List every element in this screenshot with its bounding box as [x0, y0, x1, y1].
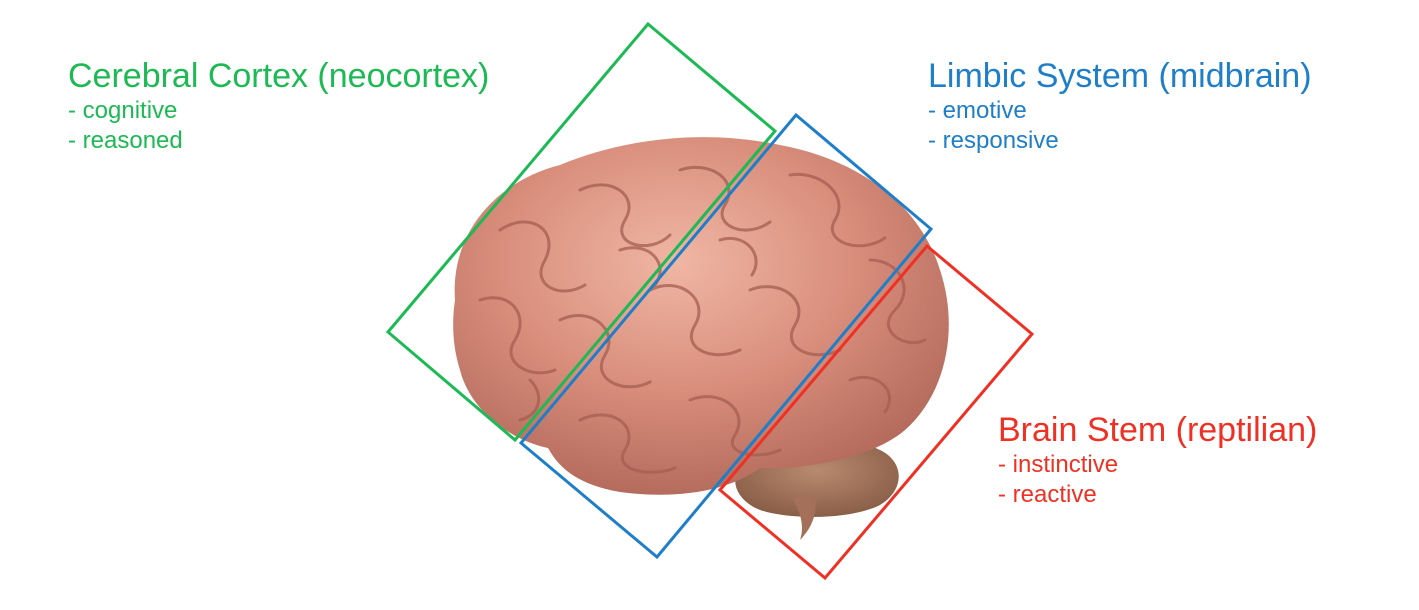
cortex-item: - cognitive — [68, 97, 178, 124]
stem-region-box — [717, 243, 1035, 581]
stem-label: Brain Stem (reptilian) - instinctive - r… — [998, 410, 1317, 510]
cortex-title: Cerebral Cortex (neocortex) — [68, 57, 490, 95]
brainstem-shape — [790, 495, 816, 540]
cortex-region-box — [385, 21, 778, 443]
cortex-label: Cerebral Cortex (neocortex) - cognitive … — [68, 56, 489, 156]
cortex-item: - reasoned — [68, 127, 183, 154]
stem-item: - instinctive — [998, 451, 1119, 478]
limbic-label: Limbic System (midbrain) - emotive - res… — [928, 56, 1312, 156]
limbic-item: - responsive — [928, 127, 1059, 154]
limbic-item: - emotive — [928, 97, 1027, 124]
stem-item: - reactive — [998, 481, 1097, 508]
cerebrum-shape — [453, 137, 949, 495]
limbic-region-box — [518, 112, 934, 560]
stem-title: Brain Stem (reptilian) — [998, 411, 1318, 449]
gyri-folds — [478, 165, 927, 474]
brain-illustration — [453, 137, 949, 540]
limbic-title: Limbic System (midbrain) — [928, 57, 1312, 95]
